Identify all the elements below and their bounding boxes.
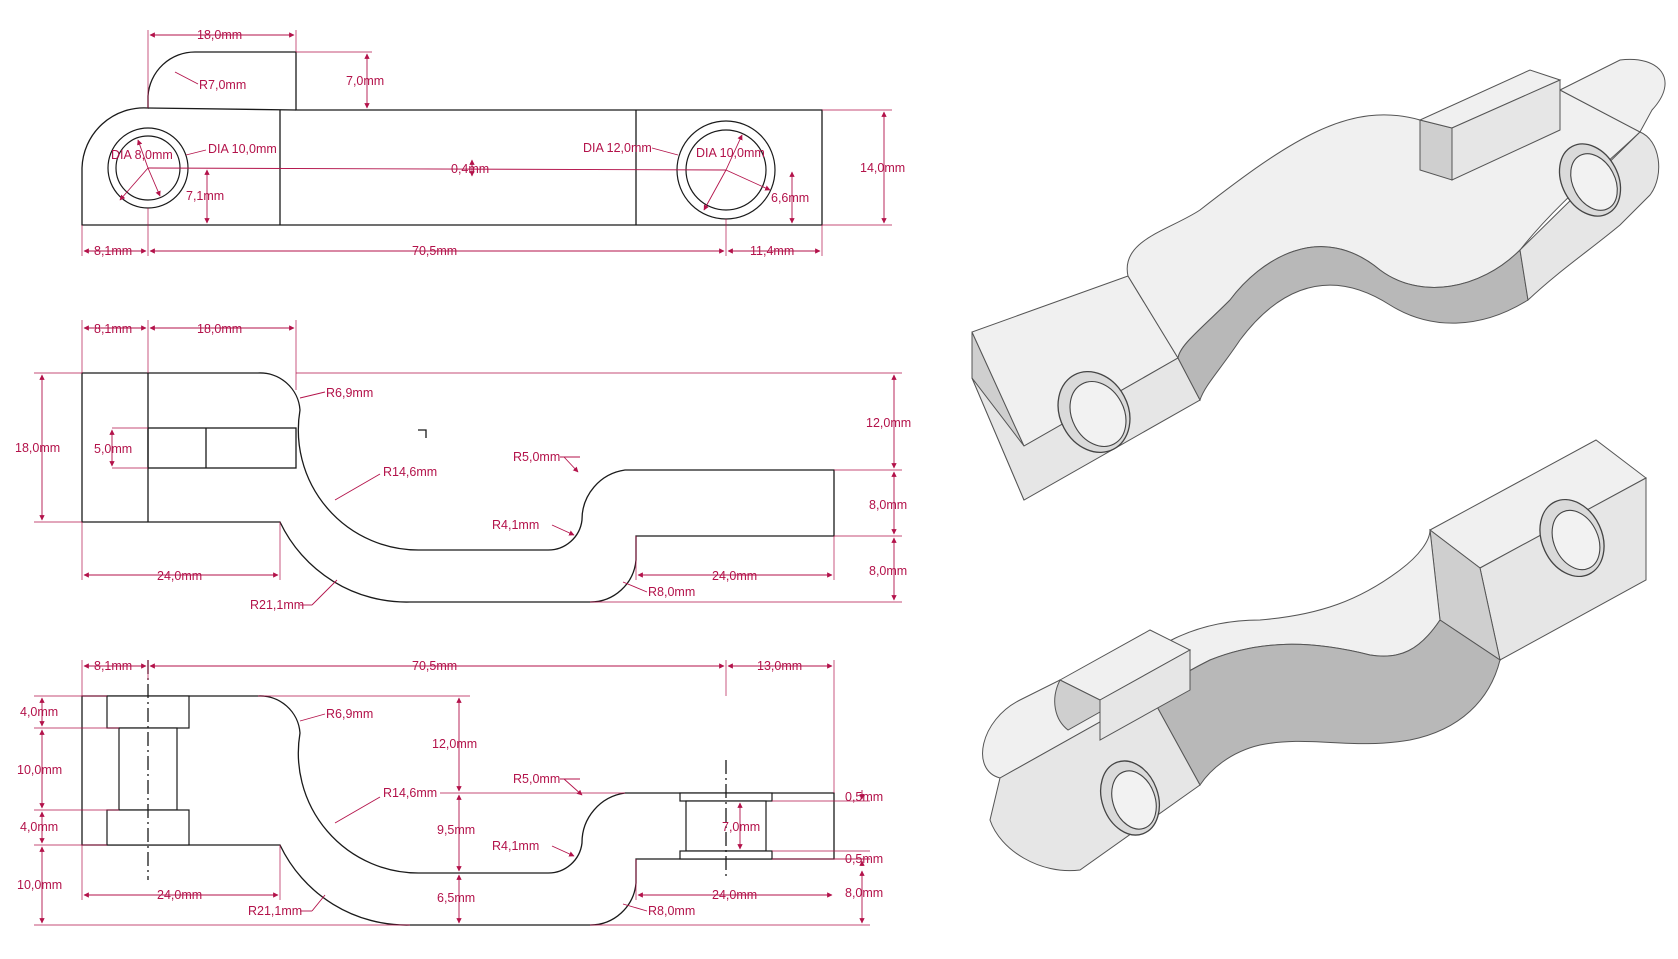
dim-right-vertical: 8,0mm	[845, 886, 883, 900]
dim-radius-c: R5,0mm	[513, 450, 560, 464]
dim-left-vertical: 7,1mm	[186, 189, 224, 203]
dim-total-height: 14,0mm	[860, 161, 905, 175]
dim-middle-horizontal: 70,5mm	[412, 244, 457, 258]
dim-center-v2: 9,5mm	[437, 823, 475, 837]
dim-dia-big-right: DIA 12,0mm	[583, 141, 652, 155]
dim-left-v2: 10,0mm	[17, 763, 62, 777]
dim-right-h3: 8,0mm	[869, 564, 907, 578]
model-lower	[982, 439, 1647, 872]
dim-bottom-left: 24,0mm	[157, 888, 202, 902]
dim-top-width: 18,0mm	[197, 28, 242, 42]
dim-radius-a: R6,9mm	[326, 386, 373, 400]
dim-total-height: 18,0mm	[15, 441, 60, 455]
dim-dia-big-left: DIA 10,0mm	[208, 142, 277, 156]
dim-bottom-right: 24,0mm	[712, 888, 757, 902]
dim-left-horizontal: 8,1mm	[94, 244, 132, 258]
dim-right-horizontal: 11,4mm	[750, 244, 794, 258]
dim-bottom-left: 24,0mm	[157, 569, 202, 583]
dim-top-width: 18,0mm	[197, 322, 242, 336]
dim-height-top: 7,0mm	[346, 74, 384, 88]
dim-middle-width: 70,5mm	[412, 659, 457, 673]
dim-radius-e: R21,1mm	[248, 904, 302, 918]
dim-center-v3: 6,5mm	[437, 891, 475, 905]
dim-radius-b: R14,6mm	[383, 786, 437, 800]
dim-left-width: 8,1mm	[94, 659, 132, 673]
dim-radius-b: R14,6mm	[383, 465, 437, 479]
dim-radius-d: R4,1mm	[492, 839, 539, 853]
dim-right-vertical: 6,6mm	[771, 191, 809, 205]
dim-radius-f: R8,0mm	[648, 585, 695, 599]
dim-dia-small-left: DIA 8,0mm	[111, 148, 173, 162]
dim-dia-small-right: DIA 10,0mm	[696, 146, 765, 160]
dim-radius-a: R6,9mm	[326, 707, 373, 721]
dim-radius-c: R5,0mm	[513, 772, 560, 786]
dim-inner-vertical: 7,0mm	[722, 820, 760, 834]
view-top: 18,0mm R7,0mm 7,0mm DIA 8,0mm DIA 10,0mm…	[81, 28, 905, 258]
dim-offset-center: 0,4mm	[451, 162, 489, 176]
dim-right-h1: 12,0mm	[866, 416, 911, 430]
dim-right-h2: 8,0mm	[869, 498, 907, 512]
dim-left-v3: 4,0mm	[20, 820, 58, 834]
dim-radius-d: R4,1mm	[492, 518, 539, 532]
dim-left-v1: 4,0mm	[20, 705, 58, 719]
dim-radius-e: R21,1mm	[250, 598, 304, 612]
model-upper	[971, 58, 1666, 501]
dim-right-width: 13,0mm	[757, 659, 802, 673]
dim-radius-f: R8,0mm	[648, 904, 695, 918]
dim-gap-top: 0,5mm	[845, 790, 883, 804]
dim-center-v1: 12,0mm	[432, 737, 477, 751]
dim-slot-height: 5,0mm	[94, 442, 132, 456]
view-middle: 8,1mm 18,0mm R6,9mm 18,0mm 5,0mm R14,6mm…	[15, 320, 911, 612]
dim-left-width: 8,1mm	[94, 322, 132, 336]
dim-left-v4: 10,0mm	[17, 878, 62, 892]
view-section: 8,1mm 70,5mm 13,0mm 4,0mm 10,0mm 4,0mm 1…	[17, 659, 883, 926]
dim-radius-top: R7,0mm	[199, 78, 246, 92]
dim-bottom-right: 24,0mm	[712, 569, 757, 583]
